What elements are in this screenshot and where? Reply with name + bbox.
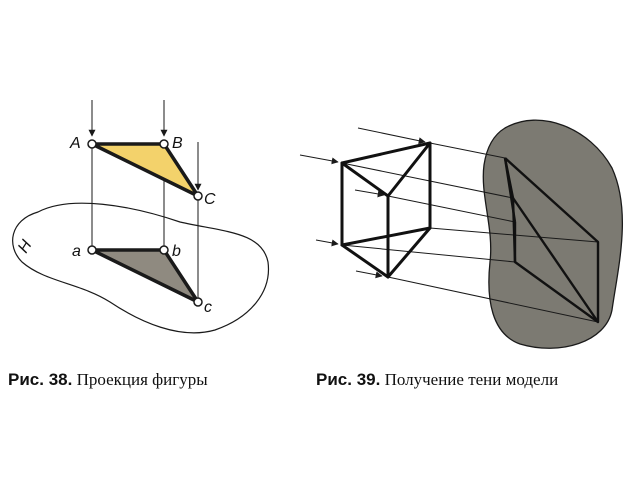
label-point-C: C (204, 191, 216, 208)
label-point-b: b (172, 243, 181, 260)
figure-38: A B C a b c H (12, 100, 270, 334)
label-point-A: A (69, 135, 81, 152)
figure-39-caption-number: Рис. 39. (316, 370, 381, 389)
shadow-surface (482, 119, 624, 349)
prism-model (340, 141, 432, 279)
figure-39-caption: Рис. 39. Получение тени модели (316, 370, 558, 390)
label-point-c: c (204, 299, 212, 316)
figure-39 (299, 119, 624, 349)
triangle-projection-abc (90, 248, 200, 304)
figure-38-caption-number: Рис. 38. (8, 370, 73, 389)
light-rays (299, 127, 599, 323)
triangle-abc (90, 142, 200, 198)
label-point-a: a (72, 243, 81, 260)
label-point-B: B (172, 135, 183, 152)
vertex-markers (87, 139, 203, 307)
figure-38-caption-text: Проекция фигуры (76, 370, 208, 389)
figure-38-caption: Рис. 38. Проекция фигуры (8, 370, 208, 390)
figure-39-caption-text: Получение тени модели (384, 370, 559, 389)
model-shadow-outline (503, 157, 600, 324)
